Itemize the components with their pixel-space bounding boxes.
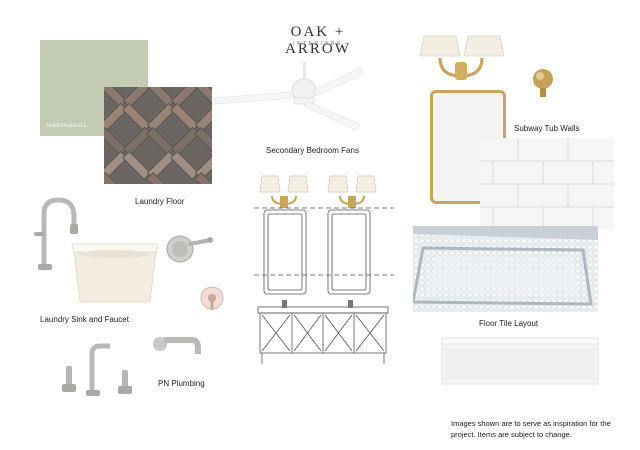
subway-tile-image — [480, 138, 614, 230]
bathtub-icon — [441, 337, 599, 385]
utility-sink-icon — [71, 243, 159, 303]
laundry-faucet-icon — [34, 197, 78, 271]
floor-tile-image — [413, 226, 598, 312]
subway-walls-label: Subway Tub Walls — [514, 124, 580, 133]
tub-spout-icon — [153, 337, 201, 354]
laundry-sink-label: Laundry Sink and Faucet — [40, 315, 129, 324]
brass-knob-icon — [533, 69, 553, 97]
laundry-floor-label: Laundry Floor — [135, 197, 185, 206]
vanity-elevation-drawing — [254, 175, 394, 364]
shower-valve-icon — [200, 286, 224, 310]
lavatory-faucet-icon — [62, 343, 132, 396]
brand-logo: OAK + ARROW — [285, 24, 351, 57]
paint-brand-label: FARROW&BALL — [46, 124, 88, 129]
disclaimer-note: Images shown are to serve as inspiration… — [451, 419, 611, 439]
ceiling-fan-icon — [214, 62, 365, 131]
shower-head-icon — [166, 235, 213, 263]
floor-tile-label: Floor Tile Layout — [479, 319, 539, 328]
pn-plumbing-label: PN Plumbing — [158, 379, 205, 388]
laundry-floor-brick-image — [104, 87, 212, 184]
brand-subtitle: INTERIORS — [293, 41, 343, 47]
double-sconce-icon — [419, 35, 504, 80]
bedroom-fans-label: Secondary Bedroom Fans — [266, 146, 359, 155]
